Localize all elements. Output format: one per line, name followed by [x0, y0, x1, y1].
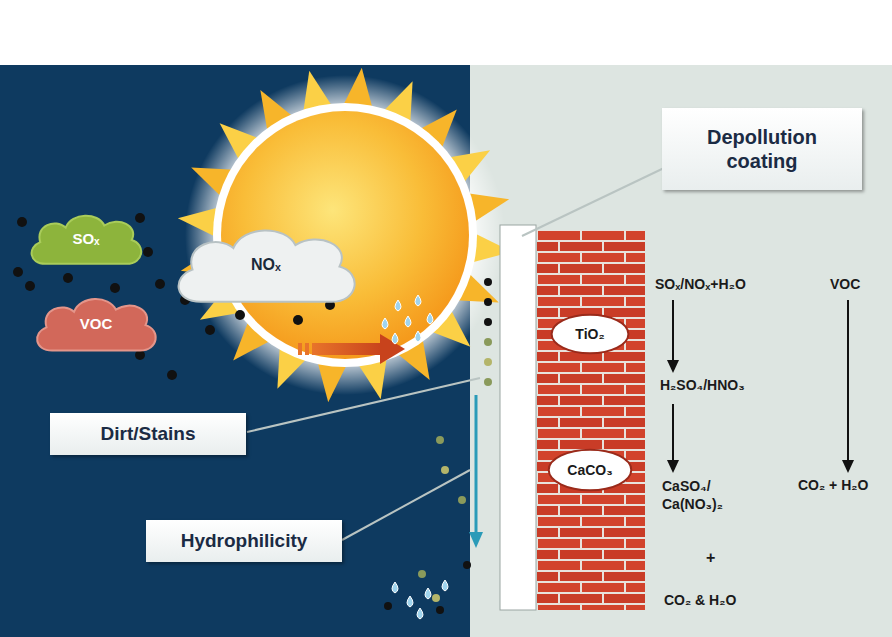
cloud-shape: [32, 216, 142, 264]
coating-layer: [500, 225, 536, 610]
cloud-shape: [179, 230, 355, 301]
node-text: SOₓ: [72, 230, 99, 247]
ellipse-shape: [549, 450, 632, 490]
node-text: TiO₂: [575, 326, 604, 342]
callout-box: Dirt/Stains: [50, 413, 246, 455]
stain-particles: [418, 338, 492, 602]
material-ellipse: TiO₂: [550, 313, 630, 355]
right-panel: [470, 65, 892, 637]
node-text: NOₓ: [251, 256, 281, 274]
formula-label: CO₂ & H₂O: [664, 592, 736, 610]
pollutant-cloud: SOₓ: [25, 210, 147, 268]
material-ellipse: CaCO₃: [547, 448, 633, 492]
ellipse-shape: [552, 315, 629, 354]
node-text: Depollution coating: [687, 125, 837, 173]
formula-label: VOC: [830, 276, 860, 294]
water-drops: [382, 295, 448, 619]
node-text: Dirt/Stains: [100, 423, 195, 445]
callout-box: Depollution coating: [662, 108, 862, 190]
node-text: CaCO₃: [567, 462, 612, 478]
sun-glow: [185, 75, 505, 395]
sun-rays: [178, 68, 512, 402]
formula-label: H₂SO₄/HNO₃: [660, 377, 745, 395]
node-text: Hydrophilicity: [181, 530, 308, 552]
formula-label: CaSO₄/ Ca(NO₃)₂: [662, 478, 746, 513]
runoff-arrow: [469, 395, 483, 548]
dirt-particles: [13, 213, 492, 614]
cloud-shape: [37, 299, 156, 350]
node-text: VOC: [80, 315, 113, 332]
pollutant-cloud: VOC: [30, 293, 162, 355]
light-arrow: [298, 334, 405, 364]
callout-box: Hydrophilicity: [146, 520, 342, 562]
formula-label: SOₓ/NOₓ+H₂O: [655, 276, 746, 294]
formula-label: CO₂ + H₂O: [798, 477, 868, 495]
pollutant-cloud: NOₓ: [168, 222, 364, 308]
formula-label: +: [706, 548, 715, 568]
brick-wall: [537, 230, 645, 610]
leader-lines: [247, 168, 664, 540]
